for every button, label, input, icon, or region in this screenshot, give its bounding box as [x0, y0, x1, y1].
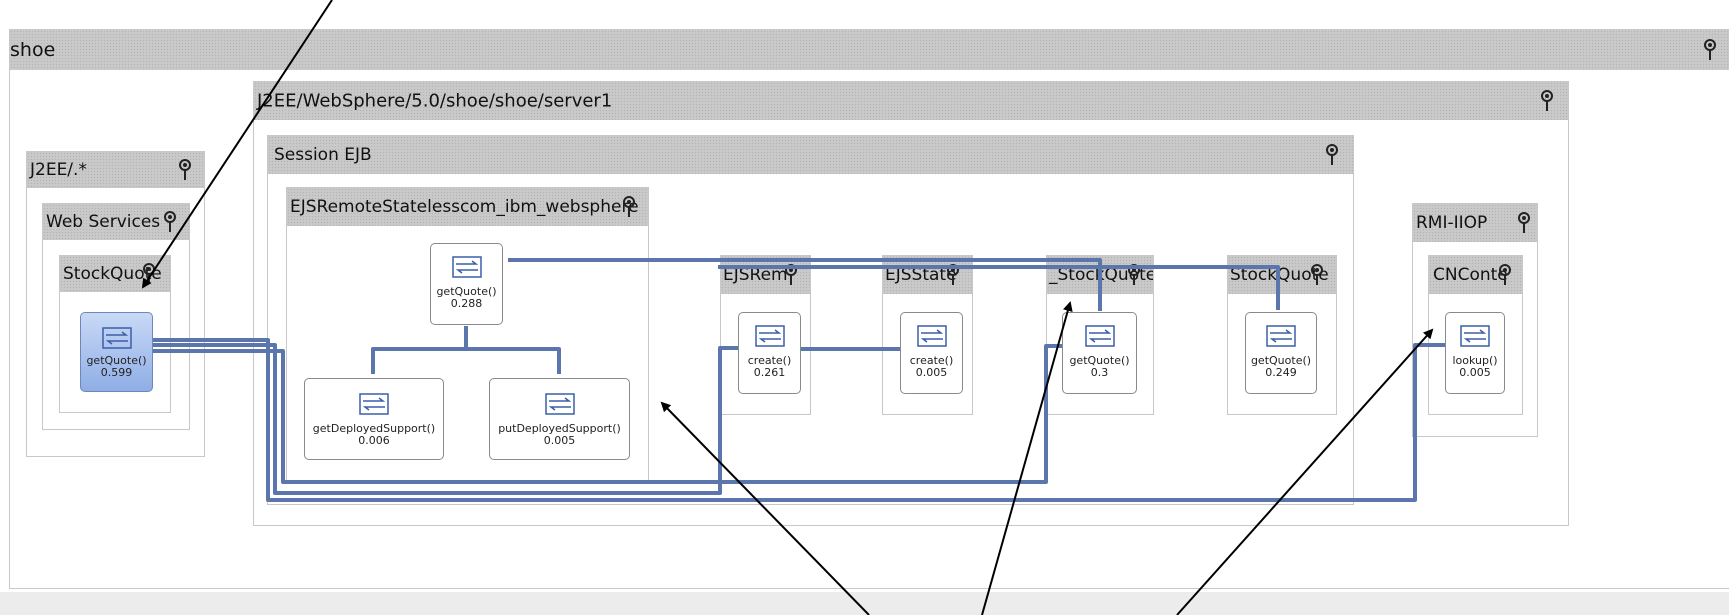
server-title: J2EE/WebSphere/5.0/shoe/shoe/server1 [257, 90, 613, 112]
node-value: 0.005 [543, 434, 576, 447]
j2ee-header[interactable]: J2EE/.* [27, 152, 204, 188]
stockquote2-getquote-node[interactable]: getQuote() 0.249 [1245, 312, 1317, 394]
node-label: lookup() [1452, 354, 1498, 367]
stockquote-right-header[interactable]: StockQuote [1228, 256, 1336, 294]
edge-ws-to-sq [153, 344, 1062, 484]
edge-sq-to-ejs [508, 258, 1102, 311]
node-label: getQuote() [1250, 354, 1312, 367]
node-label: getQuote() [436, 285, 497, 298]
ejs-remote-header[interactable]: EJSRemoteStatelesscom_ibm_websphere [287, 188, 648, 226]
session-ejb-title: Session EJB [274, 145, 372, 165]
bottom-strip [0, 592, 1729, 615]
node-label: create() [747, 354, 792, 367]
node-label: getQuote() [86, 354, 147, 367]
pin-icon[interactable] [163, 211, 177, 233]
node-value: 0.005 [915, 366, 948, 379]
ws-getquote-node[interactable]: getQuote() 0.599 [80, 312, 153, 392]
node-value: 0.006 [358, 434, 390, 447]
ejsrem-create-node[interactable]: create() 0.261 [738, 312, 801, 394]
transfer-arrows-icon [1084, 325, 1115, 347]
session-ejb-header[interactable]: Session EJB [268, 136, 1353, 174]
ejsstate-title: EJSState [885, 265, 957, 285]
annotation-arrow [981, 301, 1073, 615]
pin-icon[interactable] [1310, 264, 1324, 286]
transfer-arrows-icon [916, 325, 947, 347]
transfer-arrows-icon [754, 325, 785, 347]
pin-icon[interactable] [1498, 264, 1512, 286]
get-deployed-support-node[interactable]: getDeployedSupport() 0.006 [304, 378, 444, 460]
rmi-iiop-title: RMI-IIOP [1416, 213, 1488, 233]
ejs-remote-title: EJSRemoteStatelesscom_ibm_websphere [290, 197, 639, 217]
node-label: getDeployedSupport() [312, 422, 436, 435]
node-value: 0.005 [1459, 366, 1491, 379]
web-services-header[interactable]: Web Services [43, 204, 189, 240]
j2ee-title: J2EE/.* [30, 160, 87, 180]
node-value: 0.3 [1090, 366, 1109, 379]
ejsstate-create-node[interactable]: create() 0.005 [900, 312, 963, 394]
ejsrem-title: EJSRem [723, 265, 788, 285]
transfer-arrows-icon [1460, 325, 1490, 347]
transfer-arrows-icon [451, 256, 482, 278]
pin-icon[interactable] [178, 159, 192, 181]
node-value: 0.249 [1265, 366, 1297, 379]
ejsrem-header[interactable]: EJSRem [721, 256, 810, 294]
shoe-header[interactable]: shoe [10, 30, 1729, 70]
node-label: getQuote() [1069, 354, 1130, 367]
pin-icon[interactable] [622, 196, 636, 218]
edge-ws-to-ejs [153, 338, 1445, 502]
pin-icon[interactable] [1703, 39, 1717, 61]
transfer-arrows-icon [1266, 325, 1296, 347]
node-label: putDeployedSupport() [498, 422, 621, 435]
stockquote-ws-title: StockQuote [63, 264, 162, 284]
server-header[interactable]: J2EE/WebSphere/5.0/shoe/shoe/server1 [254, 82, 1568, 120]
ejsstate-header[interactable]: EJSState [883, 256, 972, 294]
node-value: 0.599 [100, 366, 133, 379]
pin-icon[interactable] [1325, 144, 1339, 166]
edge-ejs-to-children [371, 326, 561, 374]
shoe-title: shoe [10, 39, 56, 61]
stockquote-ws-header[interactable]: StockQuote [60, 256, 170, 292]
pin-icon[interactable] [1517, 212, 1531, 234]
cn-lookup-node[interactable]: lookup() 0.005 [1445, 312, 1505, 394]
put-deployed-support-node[interactable]: putDeployedSupport() 0.005 [489, 378, 630, 460]
annotation-arrow [141, 0, 333, 289]
node-value: 0.261 [753, 366, 786, 379]
stockquote-getquote-node[interactable]: getQuote() 0.3 [1062, 312, 1137, 394]
annotation-arrow [660, 401, 870, 615]
annotation-arrow [1176, 328, 1434, 615]
rmi-iiop-header[interactable]: RMI-IIOP [1413, 204, 1537, 242]
transfer-arrows-icon [359, 393, 389, 415]
transfer-arrows-icon [101, 327, 132, 349]
pin-icon[interactable] [1540, 90, 1554, 112]
node-value: 0.288 [450, 297, 483, 310]
transfer-arrows-icon [544, 393, 575, 415]
ejs-getquote-node[interactable]: getQuote() 0.288 [430, 243, 503, 325]
cnconte-header[interactable]: CNConte [1429, 256, 1522, 294]
edge-ws-to-ejsrem [153, 343, 738, 495]
cnconte-title: CNConte [1433, 265, 1508, 285]
node-label: create() [909, 354, 954, 367]
web-services-title: Web Services [46, 212, 161, 232]
edge-sq-to-sq2 [718, 265, 1280, 310]
